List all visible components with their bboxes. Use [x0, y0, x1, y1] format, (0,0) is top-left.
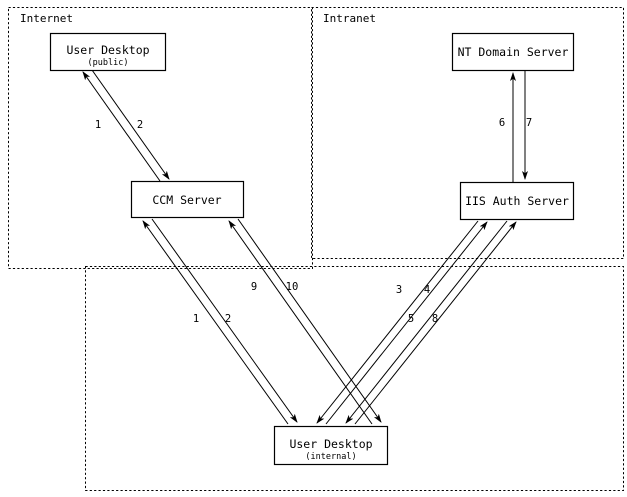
flow-line-step-2-public — [91, 69, 170, 180]
node-user-desktop-public-box[interactable] — [49, 32, 167, 72]
flow-line-step-3 — [316, 220, 479, 424]
node-user-desktop-public-subtitle: (public) — [88, 58, 129, 68]
flow-label-step-10: 10 — [286, 281, 299, 293]
flow-pair-iis-internal-desktop-outer: 5 8 — [345, 220, 517, 425]
node-iis-auth-server-box[interactable] — [459, 181, 575, 221]
flow-pair-ccm-internal-desktop-right: 9 10 — [228, 218, 382, 425]
node-iis-auth-server[interactable]: IIS Auth Server — [459, 181, 575, 221]
flow-label-step-6: 6 — [499, 117, 505, 129]
zone-lower-boundary — [85, 266, 624, 491]
flow-line-step-5 — [345, 220, 508, 424]
flow-label-step-1-internal: 1 — [193, 313, 199, 325]
node-nt-domain-server-title: NT Domain Server — [458, 45, 569, 59]
node-iis-auth-server-title: IIS Auth Server — [465, 194, 569, 208]
flow-label-step-5: 5 — [408, 313, 414, 325]
node-user-desktop-public-title: User Desktop — [66, 43, 149, 57]
zone-intranet-boundary — [311, 7, 624, 259]
flow-label-step-2-internal: 2 — [225, 313, 231, 325]
node-user-desktop-internal-subtitle: (internal) — [305, 452, 356, 462]
node-user-desktop-internal-title: User Desktop — [289, 437, 372, 451]
flow-label-step-8: 8 — [432, 313, 438, 325]
zone-group: Internet Intranet — [8, 7, 624, 491]
flow-label-step-7: 7 — [526, 117, 532, 129]
flow-label-step-3: 3 — [396, 284, 402, 296]
flow-label-step-2-public: 2 — [137, 119, 143, 131]
flow-label-step-9: 9 — [251, 281, 257, 293]
flow-pair-iis-internal-desktop-inner: 3 4 — [316, 220, 488, 425]
node-ccm-server-title: CCM Server — [152, 193, 221, 207]
flow-line-step-8 — [354, 221, 517, 425]
node-nt-domain-server[interactable]: NT Domain Server — [451, 32, 575, 72]
flow-label-step-1-public: 1 — [95, 119, 101, 131]
node-nt-domain-server-box[interactable] — [451, 32, 575, 72]
flow-line-step-1-internal — [142, 220, 289, 425]
flow-pair-iis-nt-domain: 6 7 — [499, 70, 532, 182]
flow-line-step-2-internal — [151, 218, 298, 423]
zone-internet-label: Internet — [20, 12, 73, 25]
flow-line-step-10 — [237, 218, 382, 423]
flow-line-step-1-public — [82, 71, 161, 182]
node-ccm-server[interactable]: CCM Server — [130, 180, 245, 219]
flow-label-step-4: 4 — [424, 284, 430, 296]
zone-intranet-label: Intranet — [323, 12, 376, 25]
flow-line-step-4 — [325, 221, 488, 425]
flow-line-step-9 — [228, 220, 373, 425]
node-user-desktop-internal-box[interactable] — [273, 425, 389, 466]
node-ccm-server-box[interactable] — [130, 180, 245, 219]
flow-pair-ccm-internal-desktop-left: 1 2 — [142, 218, 298, 425]
flow-pair-public-desktop-ccm: 1 2 — [82, 69, 170, 182]
zone-internet-boundary — [8, 7, 313, 269]
node-user-desktop-public[interactable]: User Desktop (public) — [49, 32, 167, 72]
node-user-desktop-internal[interactable]: User Desktop (internal) — [273, 425, 389, 466]
